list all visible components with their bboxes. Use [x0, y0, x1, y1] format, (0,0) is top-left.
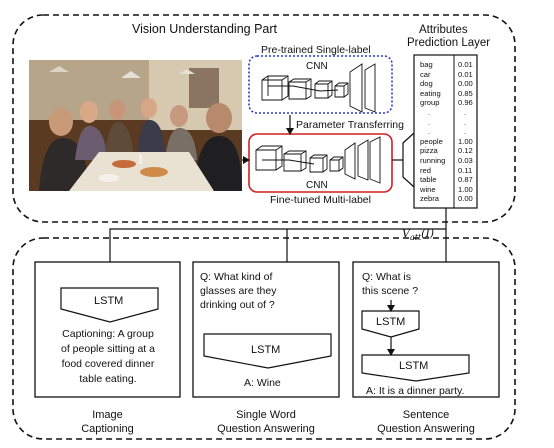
single-word-lstm-label: LSTM: [251, 344, 281, 356]
attribute-name: wine: [420, 184, 436, 194]
single-word-question-line: drinking out of ?: [200, 299, 275, 311]
single-word-lstm-shape: [203, 333, 332, 369]
sentence-question: Q: What is this scene ?: [362, 270, 418, 298]
captioning-title-line: Image: [92, 409, 123, 421]
pretrained-label: Pre-trained Single-label: [261, 44, 371, 56]
attribute-value: 0.87: [458, 175, 473, 185]
captioning-lstm-shape: [60, 287, 159, 323]
attribute-name: table: [420, 175, 437, 185]
sentence-title: Sentence Question Answering: [353, 408, 499, 436]
captioning-lstm-label: LSTM: [94, 295, 124, 307]
attribute-name: car: [420, 69, 431, 79]
pretrained-cnn-box: [248, 55, 393, 114]
attribute-name: .: [428, 127, 431, 137]
attribute-name: eating: [420, 88, 441, 98]
attribute-names-column: bag car dog eating group . . . people pi…: [420, 60, 445, 204]
attribute-name: .: [428, 117, 431, 127]
attributes-table-box: [413, 54, 478, 209]
captioning-text-line: of people sitting at a: [61, 343, 155, 355]
vatt-label: Vatt(I): [402, 228, 434, 242]
attribute-value: 0.12: [458, 146, 473, 156]
sentence-title-line: Sentence: [402, 409, 450, 421]
captioning-title-line: Captioning: [81, 423, 134, 435]
tasks-part-border: [12, 237, 516, 440]
finetuned-label: Fine-tuned Multi-label: [270, 194, 371, 206]
attributes-title-line2: Prediction Layer: [407, 37, 491, 49]
attribute-value: 0.00: [458, 79, 473, 89]
attribute-value: 0.00: [458, 194, 473, 204]
single-word-question-line: Q: What kind of: [200, 271, 273, 283]
attribute-name: pizza: [420, 146, 438, 156]
attribute-value: .: [464, 117, 467, 127]
finetuned-cnn-layers: [255, 136, 381, 184]
attribute-name: .: [428, 107, 431, 117]
single-word-title-line: Single Word: [236, 409, 296, 421]
attributes-title-line1: Attributes: [419, 24, 468, 36]
single-word-title: Single Word Question Answering: [193, 408, 339, 436]
sentence-answer: A: It is a dinner party.: [366, 385, 465, 397]
captioning-panel: [34, 261, 181, 398]
sentence-lstm2-shape: [361, 354, 470, 382]
attr-layer-wedge: [402, 131, 415, 189]
single-word-title-line: Question Answering: [217, 423, 315, 435]
attribute-name: running: [420, 155, 446, 165]
pretrained-cnn-layers: [261, 63, 376, 113]
parameter-transferring-label: Parameter Transferring: [296, 119, 404, 131]
sentence-lstm2-label: LSTM: [399, 360, 429, 372]
vatt-argument: (I): [421, 227, 435, 240]
attribute-value: 0.01: [458, 60, 473, 69]
single-word-question-line: glasses are they: [200, 285, 277, 297]
attribute-name: zebra: [420, 194, 439, 204]
single-word-answer: A: Wine: [244, 377, 281, 389]
vatt-subscript: att: [409, 233, 422, 243]
attribute-values-column: 0.01 0.01 0.00 0.85 0.96 . . . 1.00 0.12…: [458, 60, 473, 204]
captioning-text-line: table eating.: [79, 373, 137, 385]
attribute-value: 0.11: [458, 165, 473, 175]
sentence-question-line: this scene ?: [362, 285, 419, 297]
attribute-value: .: [464, 107, 467, 117]
attribute-name: group: [420, 98, 440, 108]
captioning-text: Captioning: A group of people sitting at…: [40, 327, 176, 387]
vision-part-border: [12, 14, 516, 223]
cnn-label-bottom: CNN: [306, 180, 328, 191]
single-word-question: Q: What kind of glasses are they drinkin…: [200, 270, 276, 312]
attribute-value: 1.00: [458, 184, 473, 194]
vision-part-title: Vision Understanding Part: [132, 22, 277, 36]
attribute-name: red: [420, 165, 431, 175]
sentence-lstm1-shape: [361, 310, 420, 338]
attribute-value: 0.85: [458, 88, 473, 98]
attribute-name: dog: [420, 79, 433, 89]
attribute-name: bag: [420, 60, 433, 69]
vatt-symbol: V: [402, 227, 410, 240]
dinner-scene-photo: [29, 60, 242, 191]
sentence-lstm1-label: LSTM: [376, 316, 406, 328]
captioning-title: Image Captioning: [35, 408, 180, 436]
cnn-label-top: CNN: [306, 61, 328, 72]
attribute-value: 0.01: [458, 69, 473, 79]
attribute-value: 1.00: [458, 136, 473, 146]
single-word-panel: [192, 261, 340, 398]
attribute-value: 0.96: [458, 98, 473, 108]
captioning-text-line: Captioning: A group: [62, 328, 154, 340]
attribute-name: people: [420, 136, 443, 146]
sentence-title-line: Question Answering: [377, 423, 475, 435]
sentence-question-line: Q: What is: [362, 271, 412, 283]
attribute-value: 0.03: [458, 155, 473, 165]
captioning-text-line: food covered dinner: [61, 358, 155, 370]
attribute-value: .: [464, 127, 467, 137]
